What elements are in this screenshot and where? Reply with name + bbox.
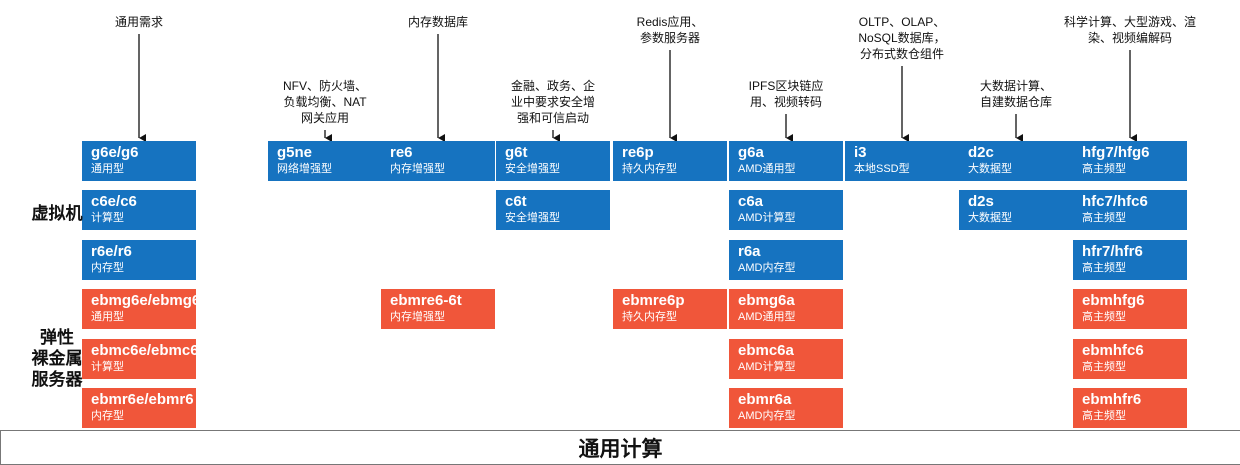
instance-name: ebmg6a xyxy=(738,292,795,309)
instance-name: ebmg6e/ebmg6 xyxy=(91,292,201,309)
bms-instance-box[interactable]: ebmhfg6 高主频型 xyxy=(1073,289,1187,329)
instance-type: 安全增强型 xyxy=(505,212,560,224)
bms-instance-box[interactable]: ebmre6-6t 内存增强型 xyxy=(381,289,495,329)
bms-instance-box[interactable]: ebmre6p 持久内存型 xyxy=(613,289,727,329)
instance-name: i3 xyxy=(854,144,867,161)
instance-type: 高主频型 xyxy=(1082,311,1126,323)
instance-name: g6t xyxy=(505,144,528,161)
row-label-bms: 弹性 裸金属 服务器 xyxy=(31,328,83,389)
instance-type: 内存型 xyxy=(91,262,124,274)
instance-name: ebmre6-6t xyxy=(390,292,462,309)
vm-instance-box[interactable]: hfg7/hfg6 高主频型 xyxy=(1073,141,1187,181)
instance-type: 持久内存型 xyxy=(622,163,677,175)
scenario-label: 金融、政务、企 业中要求安全增 强和可信启动 xyxy=(510,79,595,125)
instance-name: hfg7/hfg6 xyxy=(1082,144,1150,161)
instance-name: c6t xyxy=(505,193,527,210)
bms-instance-box[interactable]: ebmhfr6 高主频型 xyxy=(1073,388,1187,428)
instance-type: 高主频型 xyxy=(1082,361,1126,373)
instance-type: 高主频型 xyxy=(1082,262,1126,274)
instance-type: 持久内存型 xyxy=(622,311,677,323)
instance-type: 计算型 xyxy=(91,361,124,373)
vm-instance-box[interactable]: r6e/r6 内存型 xyxy=(82,240,196,280)
vm-instance-box[interactable]: d2s 大数据型 xyxy=(959,190,1073,230)
vm-instance-box[interactable]: hfr7/hfr6 高主频型 xyxy=(1073,240,1187,280)
instance-name: re6 xyxy=(390,144,413,161)
instance-name: d2c xyxy=(968,144,994,161)
instance-name: c6a xyxy=(738,193,764,210)
instance-type: AMD通用型 xyxy=(738,163,796,175)
instance-type: 安全增强型 xyxy=(505,163,560,175)
instance-name: hfc7/hfc6 xyxy=(1082,193,1148,210)
scenario-label: OLTP、OLAP、 NoSQL数据库， 分布式数仓组件 xyxy=(858,15,946,61)
vm-instance-box[interactable]: g6e/g6 通用型 xyxy=(82,141,196,181)
instance-type: AMD内存型 xyxy=(738,262,796,274)
scenario-label: NFV、防火墙、 负载均衡、NAT 网关应用 xyxy=(282,79,367,125)
vm-instance-box[interactable]: c6t 安全增强型 xyxy=(496,190,610,230)
instance-type: 通用型 xyxy=(91,163,124,175)
instance-name: g6a xyxy=(738,144,764,161)
instance-name: ebmre6p xyxy=(622,292,685,309)
instance-name: r6a xyxy=(738,243,761,260)
bms-instance-box[interactable]: ebmhfc6 高主频型 xyxy=(1073,339,1187,379)
bms-instance-box[interactable]: ebmr6e/ebmr6 内存型 xyxy=(82,388,196,428)
instance-name: d2s xyxy=(968,193,994,210)
scenario-label: IPFS区块链应 用、视频转码 xyxy=(748,79,824,109)
vm-instance-box[interactable]: re6 内存增强型 xyxy=(381,141,495,181)
instance-name: ebmhfc6 xyxy=(1082,342,1144,359)
vm-instance-box[interactable]: g5ne 网络增强型 xyxy=(268,141,382,181)
instance-type: AMD计算型 xyxy=(738,212,796,224)
scenario-label: 内存数据库 xyxy=(407,15,468,29)
instance-name: hfr7/hfr6 xyxy=(1082,243,1143,260)
vm-instance-box[interactable]: d2c 大数据型 xyxy=(959,141,1073,181)
bms-instance-box[interactable]: ebmg6e/ebmg6 通用型 xyxy=(82,289,201,329)
vm-instance-box[interactable]: g6t 安全增强型 xyxy=(496,141,610,181)
instance-type: 内存增强型 xyxy=(390,311,445,323)
instance-type: 本地SSD型 xyxy=(854,163,910,175)
instance-name: ebmr6a xyxy=(738,391,792,408)
instance-name: ebmhfg6 xyxy=(1082,292,1145,309)
instance-type: 高主频型 xyxy=(1082,410,1126,422)
scenario-label: 大数据计算、 自建数据仓库 xyxy=(979,79,1052,109)
instance-type: 网络增强型 xyxy=(277,163,332,175)
instance-type: AMD通用型 xyxy=(738,311,796,323)
instance-name: r6e/r6 xyxy=(91,243,132,260)
instance-type: 通用型 xyxy=(91,311,124,323)
instance-type: 大数据型 xyxy=(968,212,1012,224)
vm-instance-box[interactable]: i3 本地SSD型 xyxy=(845,141,959,181)
instance-type: AMD计算型 xyxy=(738,361,796,373)
instance-name: re6p xyxy=(622,144,654,161)
instance-name: g5ne xyxy=(277,144,313,161)
instance-name: c6e/c6 xyxy=(91,193,137,210)
instance-name: ebmhfr6 xyxy=(1082,391,1142,408)
instance-name: ebmr6e/ebmr6 xyxy=(91,391,194,408)
vm-instance-box[interactable]: re6p 持久内存型 xyxy=(613,141,727,181)
instance-name: ebmc6a xyxy=(738,342,794,359)
instance-type: 高主频型 xyxy=(1082,163,1126,175)
vm-instance-box[interactable]: hfc7/hfc6 高主频型 xyxy=(1073,190,1187,230)
instance-type: 高主频型 xyxy=(1082,212,1126,224)
instance-type: 计算型 xyxy=(91,212,124,224)
instance-type: AMD内存型 xyxy=(738,410,796,422)
footer-title: 通用计算 xyxy=(0,430,1240,465)
instance-type: 内存增强型 xyxy=(390,163,445,175)
row-label-vm: 虚拟机 xyxy=(31,204,83,223)
instance-type: 大数据型 xyxy=(968,163,1012,175)
instance-type: 内存型 xyxy=(91,410,124,422)
scenario-label: Redis应用、 参数服务器 xyxy=(636,15,704,45)
bms-instance-box[interactable]: ebmc6e/ebmc6 计算型 xyxy=(82,339,199,379)
scenario-label: 科学计算、大型游戏、渲 染、视频编解码 xyxy=(1063,15,1196,45)
instance-name: g6e/g6 xyxy=(91,144,139,161)
scenario-label: 通用需求 xyxy=(114,15,163,29)
vm-instance-box[interactable]: c6e/c6 计算型 xyxy=(82,190,196,230)
instance-name: ebmc6e/ebmc6 xyxy=(91,342,199,359)
